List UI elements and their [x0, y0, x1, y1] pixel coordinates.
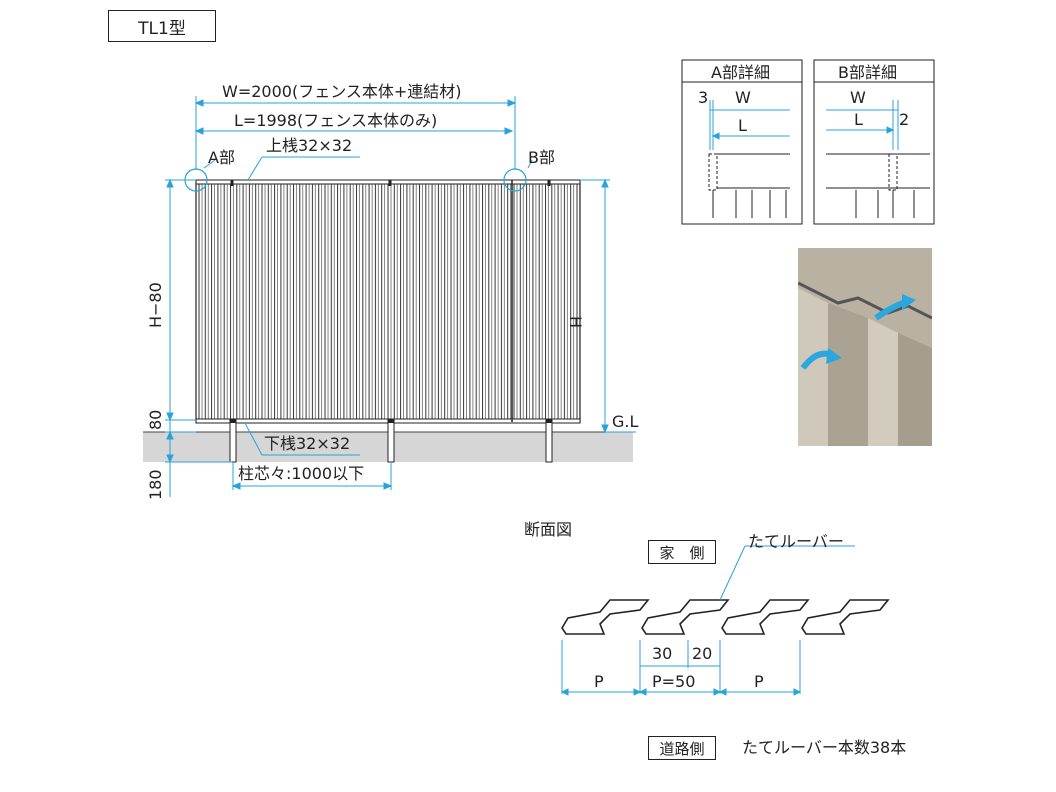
upper-rail-label: 上桟32×32: [266, 136, 353, 155]
detail-b-title: B部詳細: [838, 63, 897, 82]
part-a-label: A部: [208, 148, 235, 167]
detail-b-box: [813, 59, 935, 225]
detail-b-dim-2: 2: [899, 110, 910, 129]
louver-photo-art: [798, 248, 932, 446]
part-b-label: B部: [528, 148, 555, 167]
louver-count: たてルーバー本数38本: [742, 738, 907, 757]
lower-rail-label: 下桟32×32: [264, 434, 351, 453]
post: [545, 419, 553, 463]
detail-a-dim-w: W: [735, 88, 751, 107]
model-label: TL1型: [108, 10, 216, 42]
height-minus-label: H−80: [146, 282, 165, 328]
post-pitch-label: 柱芯々:1000以下: [238, 464, 365, 483]
length-label: L=1998(フェンス本体のみ): [234, 111, 438, 130]
section-title: 断面図: [524, 520, 573, 539]
dim-80-label: 80: [146, 409, 165, 430]
dim-20-label: 20: [692, 644, 713, 663]
post: [229, 419, 237, 463]
ground-label: G.L: [612, 412, 639, 431]
width-label: W=2000(フェンス本体+連結材): [222, 82, 462, 101]
detail-a-box: [681, 59, 803, 225]
detail-b-dim-w: W: [850, 88, 866, 107]
road-side-tag: 道路側: [648, 736, 716, 760]
post: [387, 419, 395, 463]
pitch-p50: P=50: [652, 672, 696, 691]
detail-a-dim-3: 3: [698, 88, 709, 107]
detail-b-dim-l: L: [854, 110, 863, 129]
louver-sections: [561, 599, 890, 635]
height-label: H: [566, 316, 585, 329]
fence-panel: [195, 181, 581, 423]
louver-label: たてルーバー: [748, 532, 844, 551]
upper-rail: [195, 179, 581, 185]
house-side-tag: 家 側: [648, 540, 716, 564]
detail-a-dim-l: L: [738, 116, 747, 135]
louver-photo: [798, 248, 932, 446]
dim-180-label: 180: [146, 469, 165, 500]
dim-30-label: 30: [652, 644, 673, 663]
pitch-p-left: P: [594, 672, 604, 691]
detail-a-title: A部詳細: [711, 63, 770, 82]
pitch-p-right: P: [754, 672, 764, 691]
